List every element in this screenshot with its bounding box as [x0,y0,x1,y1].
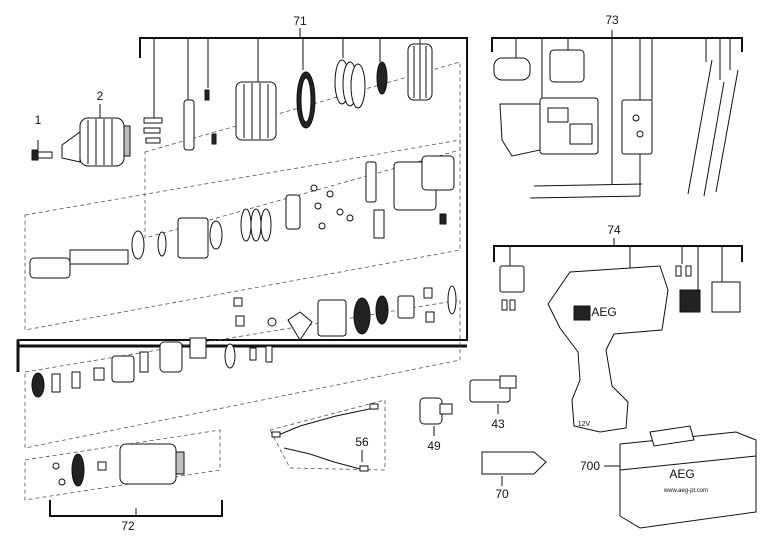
label-43: 43 [491,417,505,431]
group-74-parts [499,265,741,313]
label-73: 73 [605,13,619,27]
housing-brand: AEG [591,305,616,319]
part-2-chuck [61,104,131,167]
group-72-parts [31,337,273,487]
case-brand: AEG [669,467,694,481]
part-700-case: AEG www.aeg-pt.com [604,425,757,529]
label-70: 70 [495,487,509,501]
part-1-screw [31,140,53,161]
part-56-wires [271,403,379,472]
group-73-parts [493,49,739,199]
label-72: 72 [121,519,135,533]
group-71-middle-parts [29,155,455,279]
housing-voltage: 12V [578,421,591,428]
part-70-label-plate [481,451,547,486]
label-71: 71 [293,14,307,28]
label-56: 56 [355,435,369,449]
label-1: 1 [35,113,42,127]
group-74-frame [493,238,743,290]
part-49 [419,397,453,436]
label-700: 700 [580,459,600,473]
label-49: 49 [427,439,441,453]
case-url: www.aeg-pt.com [663,488,708,494]
part-43 [469,375,517,414]
label-74: 74 [607,223,621,237]
group-71-lower-parts [233,285,457,341]
label-2: 2 [97,89,104,103]
group-72-frame [49,500,223,517]
drill-housing: AEG 12V [547,265,669,433]
group-71-upper-parts [143,43,433,151]
